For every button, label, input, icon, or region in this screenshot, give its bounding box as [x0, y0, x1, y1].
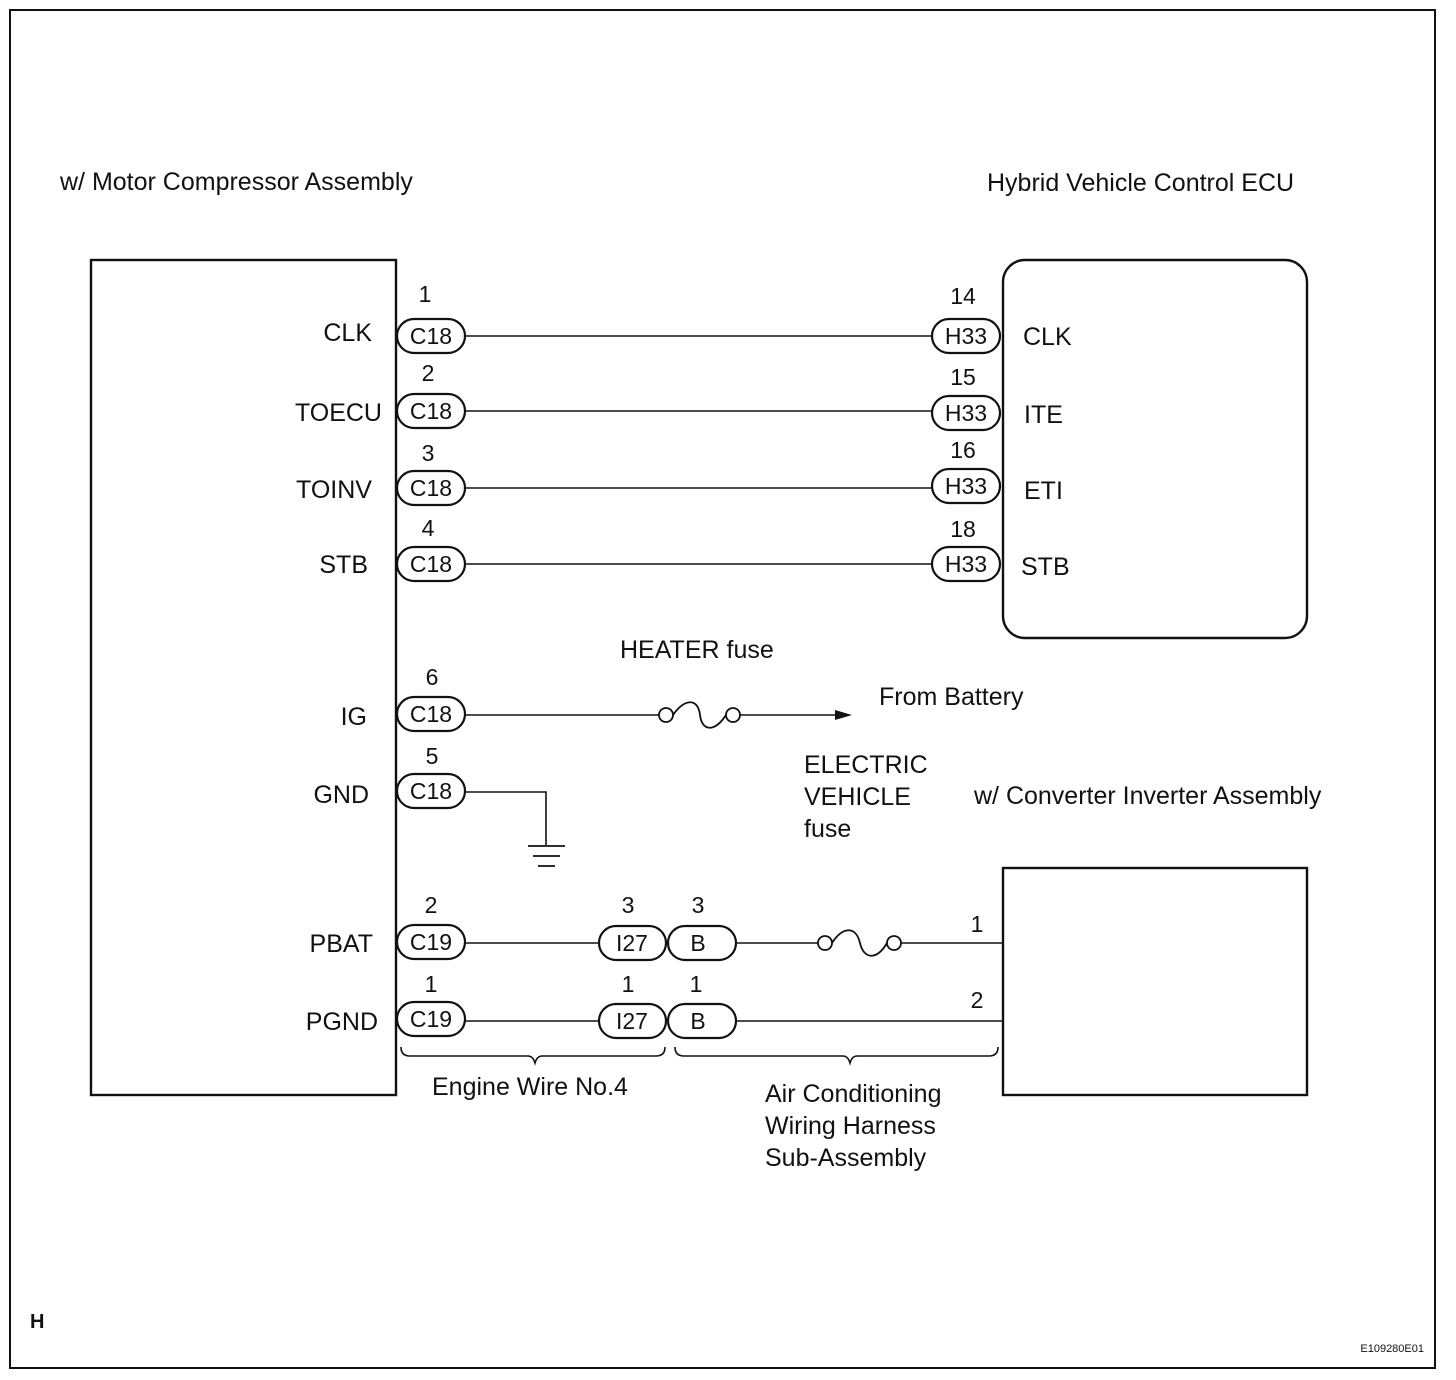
pin-number-c19-2: 2 — [425, 892, 438, 918]
diagram-code: H — [30, 1311, 44, 1333]
ac-harness-label-line3: Sub-Assembly — [765, 1144, 927, 1172]
compressor-terminal-ig: IG — [341, 703, 367, 731]
connector-c18-pin4: C18 — [395, 545, 467, 583]
ev-fuse-label-line1: ELECTRIC — [804, 751, 928, 779]
pin-number-h33-15: 15 — [950, 364, 976, 390]
connector-h33-pin14: H33 — [930, 317, 1002, 355]
ecu-terminal-clk: CLK — [1023, 323, 1072, 351]
connector-b-pin1: B — [666, 1002, 738, 1040]
compressor-terminal-pgnd: PGND — [306, 1008, 378, 1036]
ecu-terminal-ite: ITE — [1024, 401, 1063, 429]
pin-number-h33-18: 18 — [950, 516, 976, 542]
svg-text:C18: C18 — [410, 551, 452, 577]
svg-text:C18: C18 — [410, 778, 452, 804]
engine-wire-label: Engine Wire No.4 — [432, 1073, 628, 1101]
pin-number-c18-4: 4 — [422, 515, 435, 541]
svg-text:C18: C18 — [410, 323, 452, 349]
wire-gnd — [465, 791, 547, 845]
hv-control-ecu-box — [1001, 258, 1309, 640]
connector-h33-pin15: H33 — [930, 394, 1002, 432]
diagram-frame — [9, 9, 1436, 1369]
pin-number-b-3: 3 — [692, 892, 705, 918]
pin-number-i27-1: 1 — [622, 971, 635, 997]
connector-c18-pin3: C18 — [395, 469, 467, 507]
connector-c18-pin1: C18 — [395, 317, 467, 355]
compressor-terminal-toinv: TOINV — [296, 476, 372, 504]
pin-number-h33-16: 16 — [950, 437, 976, 463]
ac-harness-brace — [674, 1046, 999, 1066]
connector-c19-pin2: C19 — [395, 923, 467, 961]
figure-id: E109280E01 — [1360, 1343, 1424, 1355]
pin-number-b-1: 1 — [690, 971, 703, 997]
svg-text:C18: C18 — [410, 475, 452, 501]
compressor-terminal-gnd: GND — [313, 781, 369, 809]
from-battery-label: From Battery — [879, 683, 1024, 711]
pin-number-c18-5: 5 — [426, 743, 439, 769]
motor-compressor-box — [89, 258, 398, 1097]
pin-number-c18-2: 2 — [422, 360, 435, 386]
compressor-terminal-pbat: PBAT — [310, 930, 373, 958]
svg-text:C18: C18 — [410, 701, 452, 727]
connector-i27-pin3: I27 — [597, 924, 668, 962]
pin-number-i27-3: 3 — [622, 892, 635, 918]
converter-inverter-box — [1001, 866, 1309, 1097]
connector-c19-pin1: C19 — [395, 1000, 467, 1038]
engine-wire-brace — [400, 1046, 666, 1066]
svg-text:H33: H33 — [945, 400, 987, 426]
svg-text:H33: H33 — [945, 473, 987, 499]
svg-text:I27: I27 — [616, 1008, 648, 1034]
pin-number-inverter-2: 2 — [971, 987, 984, 1013]
svg-text:I27: I27 — [616, 930, 648, 956]
svg-text:C19: C19 — [410, 929, 452, 955]
ev-fuse-label-line3: fuse — [804, 815, 851, 843]
ev-fuse-icon — [817, 929, 902, 957]
pin-number-c18-1: 1 — [419, 281, 432, 307]
compressor-terminal-clk: CLK — [323, 319, 372, 347]
ecu-terminal-eti: ETI — [1024, 477, 1063, 505]
pin-number-c18-6: 6 — [426, 664, 439, 690]
connector-c18-pin6: C18 — [395, 695, 467, 733]
svg-text:C18: C18 — [410, 398, 452, 424]
compressor-title: w/ Motor Compressor Assembly — [59, 168, 413, 196]
svg-text:H33: H33 — [945, 323, 987, 349]
compressor-terminal-toecu: TOECU — [295, 399, 382, 427]
connector-h33-pin16: H33 — [930, 467, 1002, 505]
ev-fuse-label-line2: VEHICLE — [804, 783, 911, 811]
heater-fuse-icon — [658, 701, 741, 729]
ground-icon — [528, 845, 565, 867]
ac-harness-label-line1: Air Conditioning — [765, 1080, 942, 1108]
svg-text:C19: C19 — [410, 1006, 452, 1032]
connector-c18-pin5: C18 — [395, 772, 467, 810]
svg-text:B: B — [690, 1008, 705, 1034]
ac-harness-label-line2: Wiring Harness — [765, 1112, 936, 1140]
pin-number-inverter-1: 1 — [971, 911, 984, 937]
inverter-title: w/ Converter Inverter Assembly — [973, 782, 1322, 810]
connector-b-pin3: B — [666, 924, 738, 962]
ecu-terminal-stb: STB — [1021, 553, 1070, 581]
svg-text:H33: H33 — [945, 551, 987, 577]
pin-number-c19-1: 1 — [425, 971, 438, 997]
connector-h33-pin18: H33 — [930, 545, 1002, 583]
compressor-terminal-stb: STB — [319, 551, 368, 579]
ecu-title: Hybrid Vehicle Control ECU — [987, 169, 1294, 197]
connector-c18-pin2: C18 — [395, 392, 467, 430]
arrow-icon — [835, 710, 852, 720]
svg-text:B: B — [690, 930, 705, 956]
pin-number-h33-14: 14 — [950, 283, 976, 309]
pin-number-c18-3: 3 — [422, 440, 435, 466]
heater-fuse-label: HEATER fuse — [620, 636, 774, 664]
connector-i27-pin1: I27 — [597, 1002, 668, 1040]
